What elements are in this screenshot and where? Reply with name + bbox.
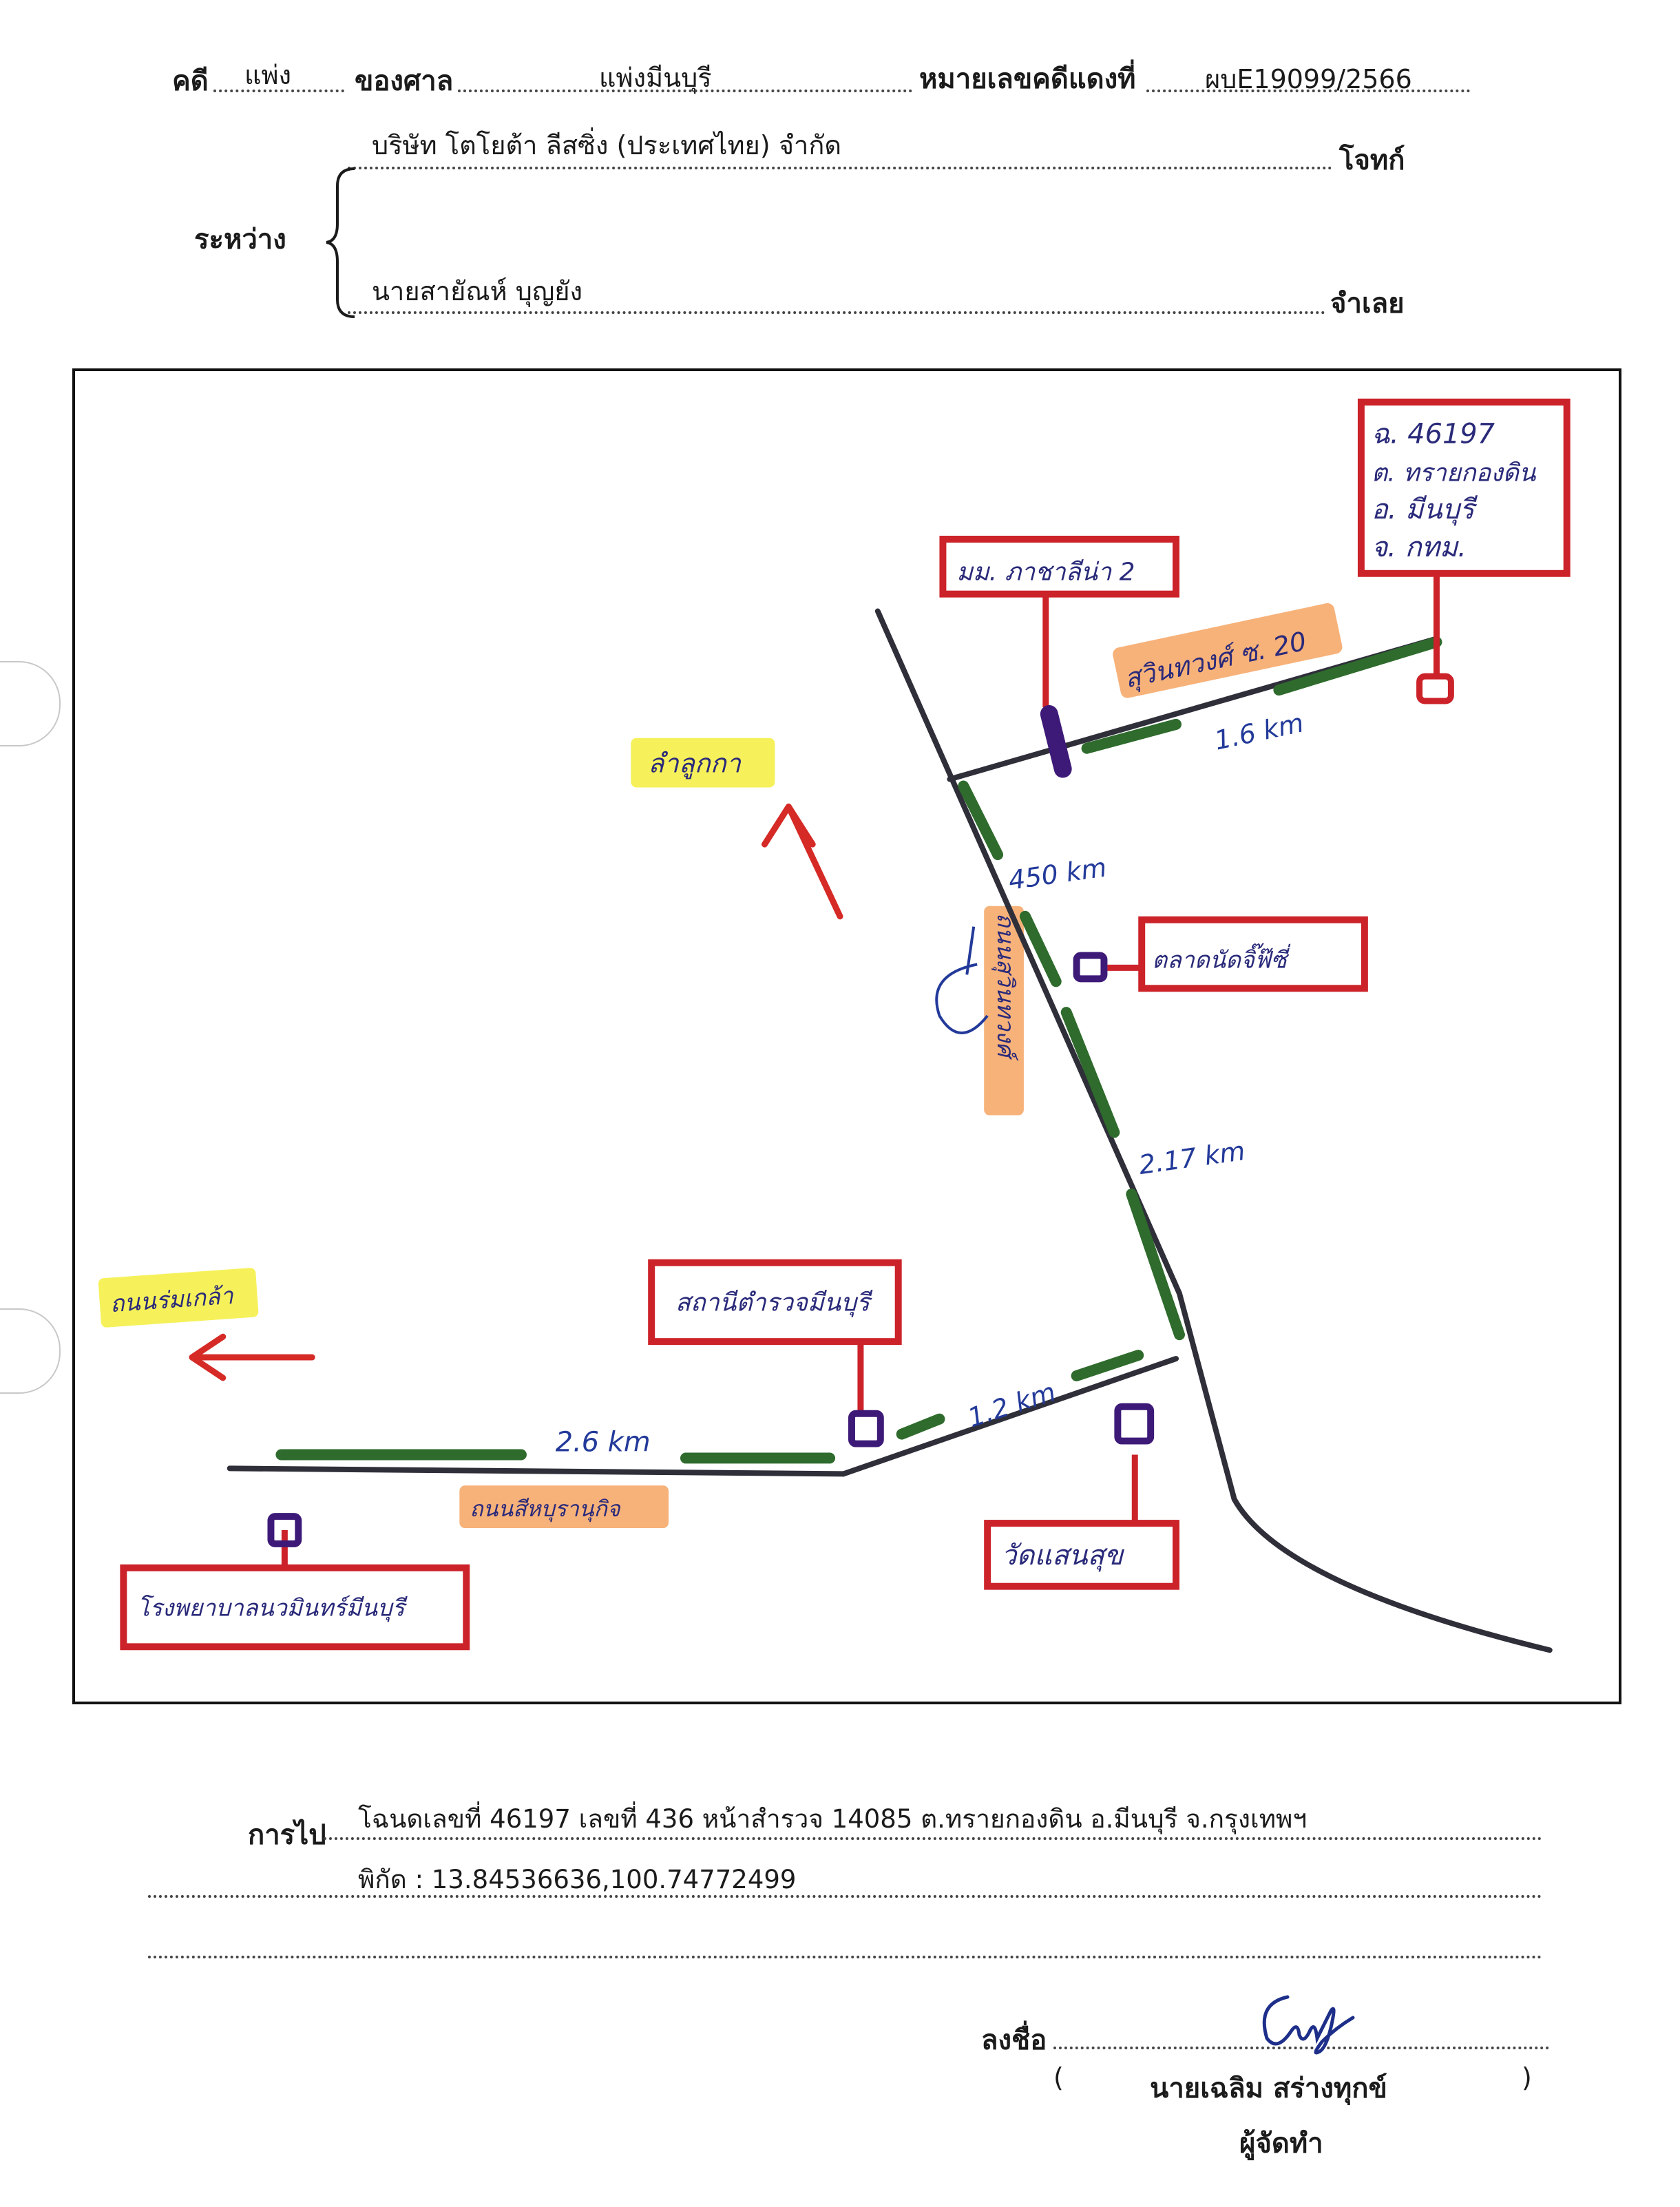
coords-text: พิกัด : 13.84536636,100.74772499 — [358, 1865, 797, 1894]
label-boxes — [120, 398, 1571, 1651]
plaintiff-line — [348, 167, 1332, 169]
case-type-line — [213, 90, 344, 92]
temple-box — [984, 1520, 1179, 1590]
dist-26-label: 2.6 km — [556, 1427, 651, 1458]
lam-luk-ka-label: ลำลูกกา — [648, 749, 742, 780]
arrow-nong-chok — [189, 1333, 315, 1381]
hospital-box — [120, 1564, 470, 1651]
court-name-line — [458, 90, 912, 92]
segment-soi-1 — [1081, 718, 1182, 754]
route-line-1 — [324, 1837, 1542, 1840]
direction-arrows — [189, 803, 843, 1381]
deed-line-2: ต. ทรายกองดิน — [1372, 459, 1537, 487]
plaintiff-name: บริษัท โตโยต้า ลีสซิ่ง (ประเทศไทย) จำกัด — [372, 130, 842, 160]
punch-hole-bottom — [0, 1308, 61, 1394]
roads — [227, 608, 1553, 1653]
main-road-highlight — [984, 906, 1024, 1116]
nong-chok-highlight — [98, 1268, 259, 1328]
destination-marker — [1416, 673, 1454, 704]
village-label: มม. ภาชาลีน่า 2 — [956, 558, 1135, 587]
map-drawing: ฉ. 46197 ต. ทรายกองดิน อ. มีนบุรี จ. กทม… — [98, 398, 1571, 1653]
route-label: การไป — [248, 1819, 326, 1851]
open-paren: ( — [1053, 2062, 1064, 2093]
deed-line-3: อ. มีนบุรี — [1372, 494, 1478, 526]
village-marker — [1040, 704, 1072, 778]
court-name: แพ่งมีนบุรี — [599, 63, 712, 93]
map-frame: ฉ. 46197 ต. ทรายกองดิน อ. มีนบุรี จ. กทม… — [72, 368, 1621, 1704]
defendant-line — [348, 311, 1325, 314]
punch-hole-top — [0, 661, 61, 746]
segment-main-3 — [1060, 1007, 1120, 1138]
red-number-label: หมายเลขคดีแดงที่ — [919, 63, 1136, 95]
police-box — [648, 1259, 902, 1346]
sign-line — [1053, 2047, 1549, 2049]
segment-main-1 — [958, 780, 1004, 861]
main-road — [874, 608, 1553, 1653]
brace-icon — [326, 167, 355, 318]
bottom-road-left — [227, 1465, 847, 1477]
main-road-scribble — [935, 926, 989, 1034]
distance-segments — [275, 636, 1442, 1464]
bottom-road-right — [841, 1356, 1179, 1477]
police-label: สถานีตำรวจมีนบุรี — [675, 1288, 873, 1317]
close-paren: ) — [1522, 2062, 1532, 2093]
segment-bottom-1 — [896, 1413, 945, 1440]
deed-line-4: จ. กทม. — [1372, 532, 1467, 563]
lam-luk-ka-highlight — [631, 738, 775, 788]
segment-soi-2 — [1273, 636, 1442, 696]
dist-450-label: 450 km — [1007, 852, 1109, 895]
road-bottom-highlight — [459, 1485, 669, 1529]
dist-12-label: 1.2 km — [964, 1377, 1059, 1433]
market-marker — [1073, 952, 1108, 983]
connectors — [281, 573, 1440, 1568]
soi-highlight — [1113, 603, 1343, 698]
poi-markers — [267, 952, 1155, 1547]
plaintiff-role: โจทก์ — [1339, 145, 1405, 176]
between-label: ระหว่าง — [194, 224, 286, 255]
hospital-label: โรงพยาบาลนวมินทร์มีนบุรี — [137, 1595, 408, 1622]
village-box — [939, 536, 1179, 598]
main-road-label: ถนนสุวินทวงศ์ — [991, 913, 1019, 1062]
case-label: คดี — [172, 65, 209, 97]
route-line-2 — [148, 1895, 1542, 1898]
market-box — [1138, 916, 1368, 992]
case-type: แพ่ง — [244, 60, 292, 90]
title-deed-box — [1357, 398, 1571, 577]
defendant-role: จำเลย — [1330, 288, 1405, 320]
segment-main-4 — [1126, 1189, 1185, 1341]
police-marker — [848, 1410, 884, 1447]
temple-label: วัดแสนสุข — [1001, 1540, 1125, 1572]
signer-role: ผู้จัดทำ — [1239, 2128, 1323, 2159]
road-bottom-label: ถนนสีหบุรานุกิจ — [470, 1496, 621, 1523]
red-number-line — [1146, 90, 1470, 92]
temple-marker — [1114, 1403, 1155, 1445]
market-label: ตลาดนัดจิ๊ฟ๊ซี่ — [1152, 943, 1291, 973]
signature-icon — [1262, 1995, 1355, 2055]
hospital-marker — [267, 1513, 302, 1547]
route-line-3 — [148, 1956, 1542, 1958]
arrow-lam-luk-ka — [762, 803, 843, 920]
dist-217-label: 2.17 km — [1137, 1136, 1247, 1180]
segment-bottom-2 — [1071, 1350, 1144, 1381]
red-number: ผบE19099/2566 — [1205, 64, 1412, 94]
sign-label: ลงชื่อ — [981, 2025, 1047, 2056]
deed-line-1: ฉ. 46197 — [1372, 419, 1495, 450]
segment-main-2 — [1019, 910, 1062, 987]
signer-name: นายเฉลิม สร่างทุกข์ — [1150, 2073, 1387, 2104]
route-text: โฉนดเลขที่ 46197 เลขที่ 436 หน้าสำรวจ 14… — [358, 1804, 1308, 1834]
defendant-name: นายสายัณห์ บุญยัง — [372, 276, 583, 306]
court-label: ของศาล — [355, 65, 454, 97]
dist-soi-label: 1.6 km — [1212, 707, 1306, 755]
